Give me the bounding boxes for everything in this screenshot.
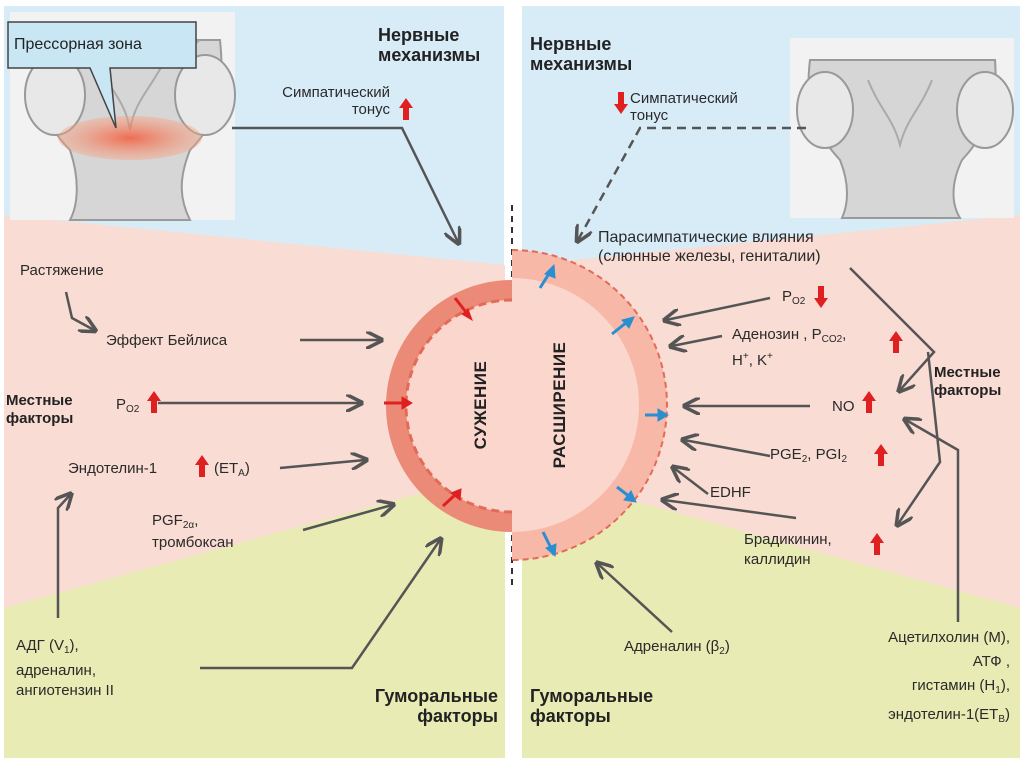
brainstem-right-image [790,38,1014,219]
left-po2-label: PO2 [116,396,140,415]
right-humoral-zone [522,470,1020,758]
adenosine-label: Аденозин , PCO2, H+, K+ [732,326,847,369]
constriction-arrows [384,297,473,508]
stretch-label: Растяжение [20,262,104,279]
pressor-callout-shape [7,21,197,129]
endothelin-receptor-label: (ETA) [214,460,250,479]
constriction-label: СУЖЕНИЕ [471,360,490,450]
parasympathetic-label: Парасимпатические влияния(слюнные железы… [598,229,821,265]
bradykinin-label: Брадикинин,каллидин [744,531,832,568]
endothelin-label: Эндотелин-1 [68,460,158,477]
left-humoral-zone [4,470,505,758]
left-arrows [58,126,458,670]
indicator-arrows [147,92,903,555]
pgf-thromboxane-label: PGF2α, тромбоксан [152,512,234,551]
left-humoral-list: АДГ (V1), адреналин, ангиотензин II [16,637,114,699]
bayliss-effect-label: Эффект Бейлиса [106,332,228,349]
dilation-arrows [538,263,669,558]
edhf-label: EDHF [710,484,751,501]
right-adrenaline-label: Адреналин (β2) [624,638,730,657]
dilation-label: РАСШИРЕНИЕ [550,341,569,469]
right-po2-label: PO2 [782,288,806,307]
pressor-zone-label: Прессорная зона [14,36,142,53]
right-arrows [578,126,960,633]
right-humoral-list: Ацетилхолин (M), АТФ , гистамин (H1), эн… [888,629,1010,725]
no-label: NO [832,398,855,415]
pge-pgi-label: PGE2, PGI2 [770,446,847,465]
